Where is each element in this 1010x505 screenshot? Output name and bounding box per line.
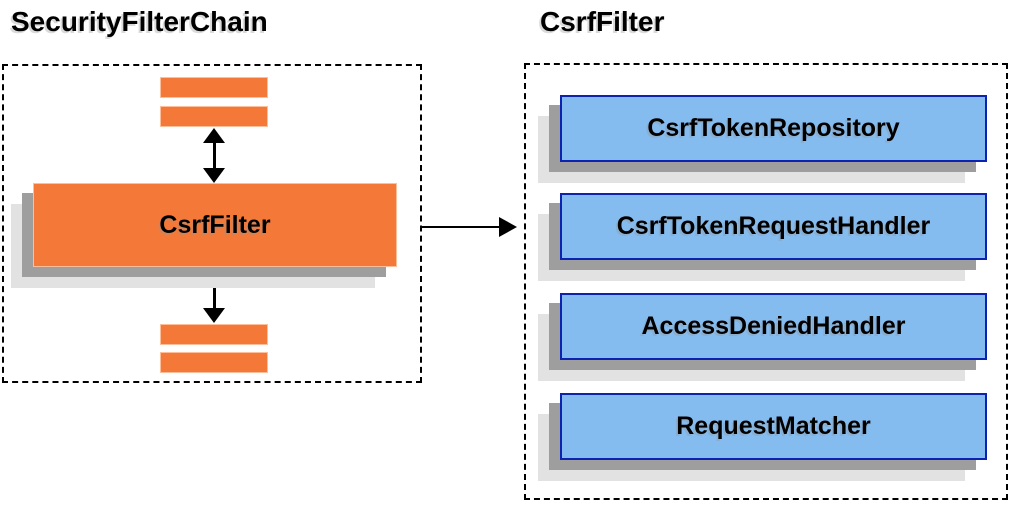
csrf-filter-title: CsrfFilter <box>540 6 665 37</box>
component-label: CsrfTokenRequestHandler <box>616 212 931 240</box>
arrow-shaft <box>212 143 216 168</box>
arrow-right-head-icon <box>499 217 517 237</box>
filter-placeholder-bar <box>160 77 268 98</box>
csrf-filter-box-label: CsrfFilter <box>159 210 271 239</box>
component-label: RequestMatcher <box>676 412 871 440</box>
csrf-filter-box: CsrfFilter <box>33 183 397 267</box>
arrow-shaft <box>422 226 499 228</box>
bidirectional-arrow-icon <box>203 128 225 183</box>
arrow-down-head-icon <box>203 308 225 323</box>
arrow-up-head-icon <box>203 268 225 283</box>
arrow-down-head-icon <box>203 168 225 183</box>
component-box-csrf-token-request-handler: CsrfTokenRequestHandler <box>560 193 987 260</box>
bidirectional-arrow-icon <box>203 268 225 323</box>
flow-arrow-icon <box>422 217 517 237</box>
component-label: AccessDeniedHandler <box>641 312 906 340</box>
arrow-shaft <box>212 283 216 308</box>
filter-placeholder-bar <box>160 106 268 127</box>
filter-placeholder-bar <box>160 352 268 373</box>
arrow-up-head-icon <box>203 128 225 143</box>
component-box-access-denied-handler: AccessDeniedHandler <box>560 293 987 360</box>
component-box-csrf-token-repository: CsrfTokenRepository <box>560 95 987 162</box>
security-filter-chain-title: SecurityFilterChain <box>11 6 268 37</box>
filter-placeholder-bar <box>160 324 268 345</box>
component-label: CsrfTokenRepository <box>647 114 900 142</box>
security-filter-chain-container <box>2 64 422 383</box>
component-box-request-matcher: RequestMatcher <box>560 393 987 460</box>
csrf-filter-container <box>524 63 1008 500</box>
